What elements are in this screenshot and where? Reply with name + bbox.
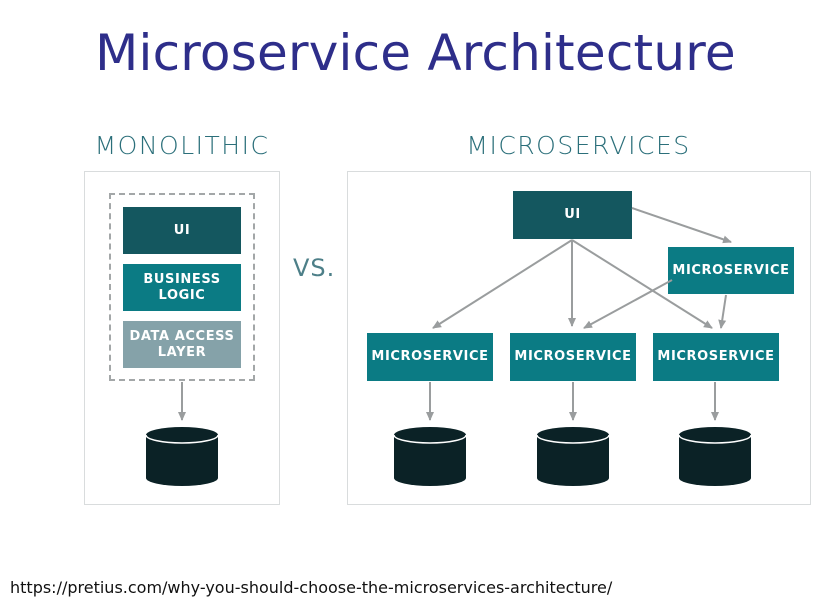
monolith-data-access-layer: DATA ACCESS LAYER	[123, 321, 241, 368]
monolith-ui-layer: UI	[123, 207, 241, 254]
microservices-ui-box: UI	[513, 191, 632, 239]
microservice-box-middle: MICROSERVICE	[510, 333, 636, 381]
vs-label: VS.	[293, 254, 336, 282]
microservice-box-left: MICROSERVICE	[367, 333, 493, 381]
microservice-box-top-right: MICROSERVICE	[668, 247, 794, 294]
microservices-label: MICROSERVICES	[466, 131, 691, 160]
monolith-boundary	[109, 193, 255, 381]
monolith-business-logic-layer: BUSINESS LOGIC	[123, 264, 241, 311]
source-url: https://pretius.com/why-you-should-choos…	[10, 578, 613, 597]
page-title: Microservice Architecture	[95, 24, 736, 82]
monolithic-label: MONOLITHIC	[94, 131, 270, 160]
microservice-box-right: MICROSERVICE	[653, 333, 779, 381]
